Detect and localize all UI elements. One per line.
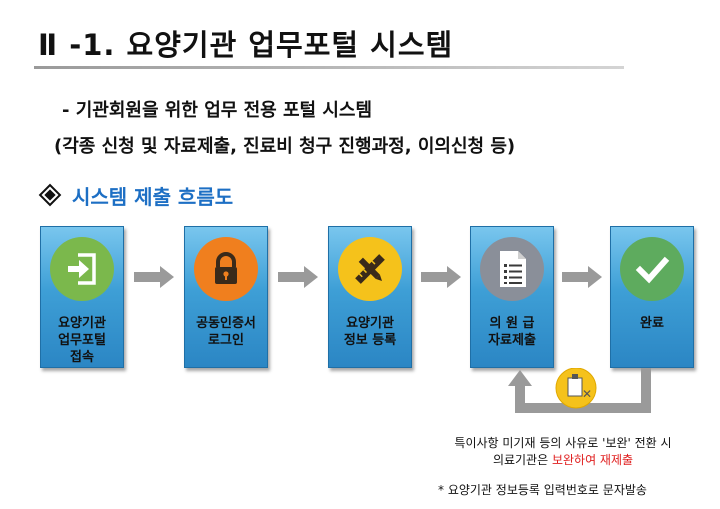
title-divider [34,66,624,69]
flow-step-clinic-submission: 의 원 급 자료제출 [470,226,554,368]
lock-icon [194,237,258,301]
flow-step-label: 공동인증서 로그인 [196,316,256,348]
page-title: Ⅱ -1. 요양기관 업무포털 시스템 [38,28,454,62]
flow-heading-text: 시스템 제출 흐름도 [72,184,234,209]
flow-arrow-right-icon [562,266,602,288]
footnote: * 요양기관 정보등록 입력번호로 문자발송 [438,483,647,497]
return-loop-arrow: ✕ [508,368,651,413]
return-note-line1: 특이사항 미기재 등의 사유로 '보완' 전환 시 [454,436,672,450]
flow-arrow-right-icon [421,266,461,288]
diamond-bullet-icon [38,183,62,207]
svg-text:✕: ✕ [582,387,592,401]
flow-heading: 시스템 제출 흐름도 [38,182,234,209]
flow-step-complete: 완료 [610,226,694,368]
flow-step-info-registration: 요양기관 정보 등록 [328,226,412,368]
return-note: 특이사항 미기재 등의 사유로 '보완' 전환 시 의료기관은 보완하여 재제출 [420,435,706,469]
return-note-highlight: 보완하여 재제출 [551,453,634,467]
flow-arrow-right-icon [134,266,174,288]
check-icon [620,237,684,301]
flow-step-label: 의 원 급 자료제출 [488,316,536,348]
pencil-ruler-icon [338,237,402,301]
subtitle-description: - 기관회원을 위한 업무 전용 포털 시스템 [62,100,373,121]
document-icon [480,237,544,301]
flow-step-label: 요양기관 정보 등록 [343,316,397,348]
flow-step-label: 요양기관 업무포털 접속 [58,316,106,365]
flow-step-portal-access: 요양기관 업무포털 접속 [40,226,124,368]
flow-step-certificate-login: 공동인증서 로그인 [184,226,268,368]
return-note-prefix: 의료기관은 [492,453,552,467]
subtitle-details: (각종 신청 및 자료제출, 진료비 청구 진행과정, 이의신청 등) [54,136,516,157]
login-icon [50,237,114,301]
flow-step-label: 완료 [640,316,664,331]
return-note-line2: 의료기관은 보완하여 재제출 [420,452,706,469]
flow-arrow-right-icon [278,266,318,288]
